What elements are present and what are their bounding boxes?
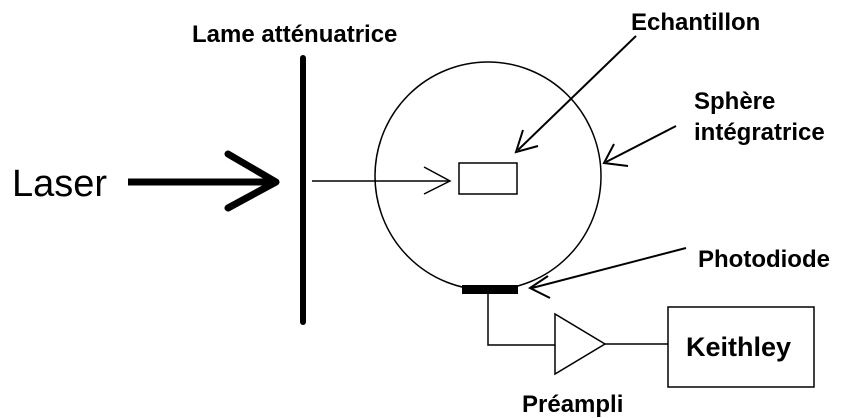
photodiode [462,285,518,294]
preamplifier-triangle [554,312,607,376]
keithley-box [667,306,815,388]
photodiode-wire [487,294,555,346]
sphere-pointer-arrow [602,125,677,167]
sample-label: Echantillon [631,9,760,36]
sample-pointer-arrow [514,35,637,154]
attenuator-label: Lame atténuatrice [192,21,397,48]
laser-label: Laser [12,163,107,205]
preamplifier-label: Préampli [522,391,623,418]
integrating-sphere [374,61,602,291]
photodiode-pointer-arrow [528,247,687,299]
sphere-label-line1: Sphère [694,88,775,115]
sample-rectangle [458,162,518,195]
sphere-label-line2: intégratrice [694,119,825,146]
photodiode-label: Photodiode [698,246,830,273]
laser-arrow [128,150,280,212]
keithley-label: Keithley [686,332,791,362]
beam-arrow [312,166,452,195]
